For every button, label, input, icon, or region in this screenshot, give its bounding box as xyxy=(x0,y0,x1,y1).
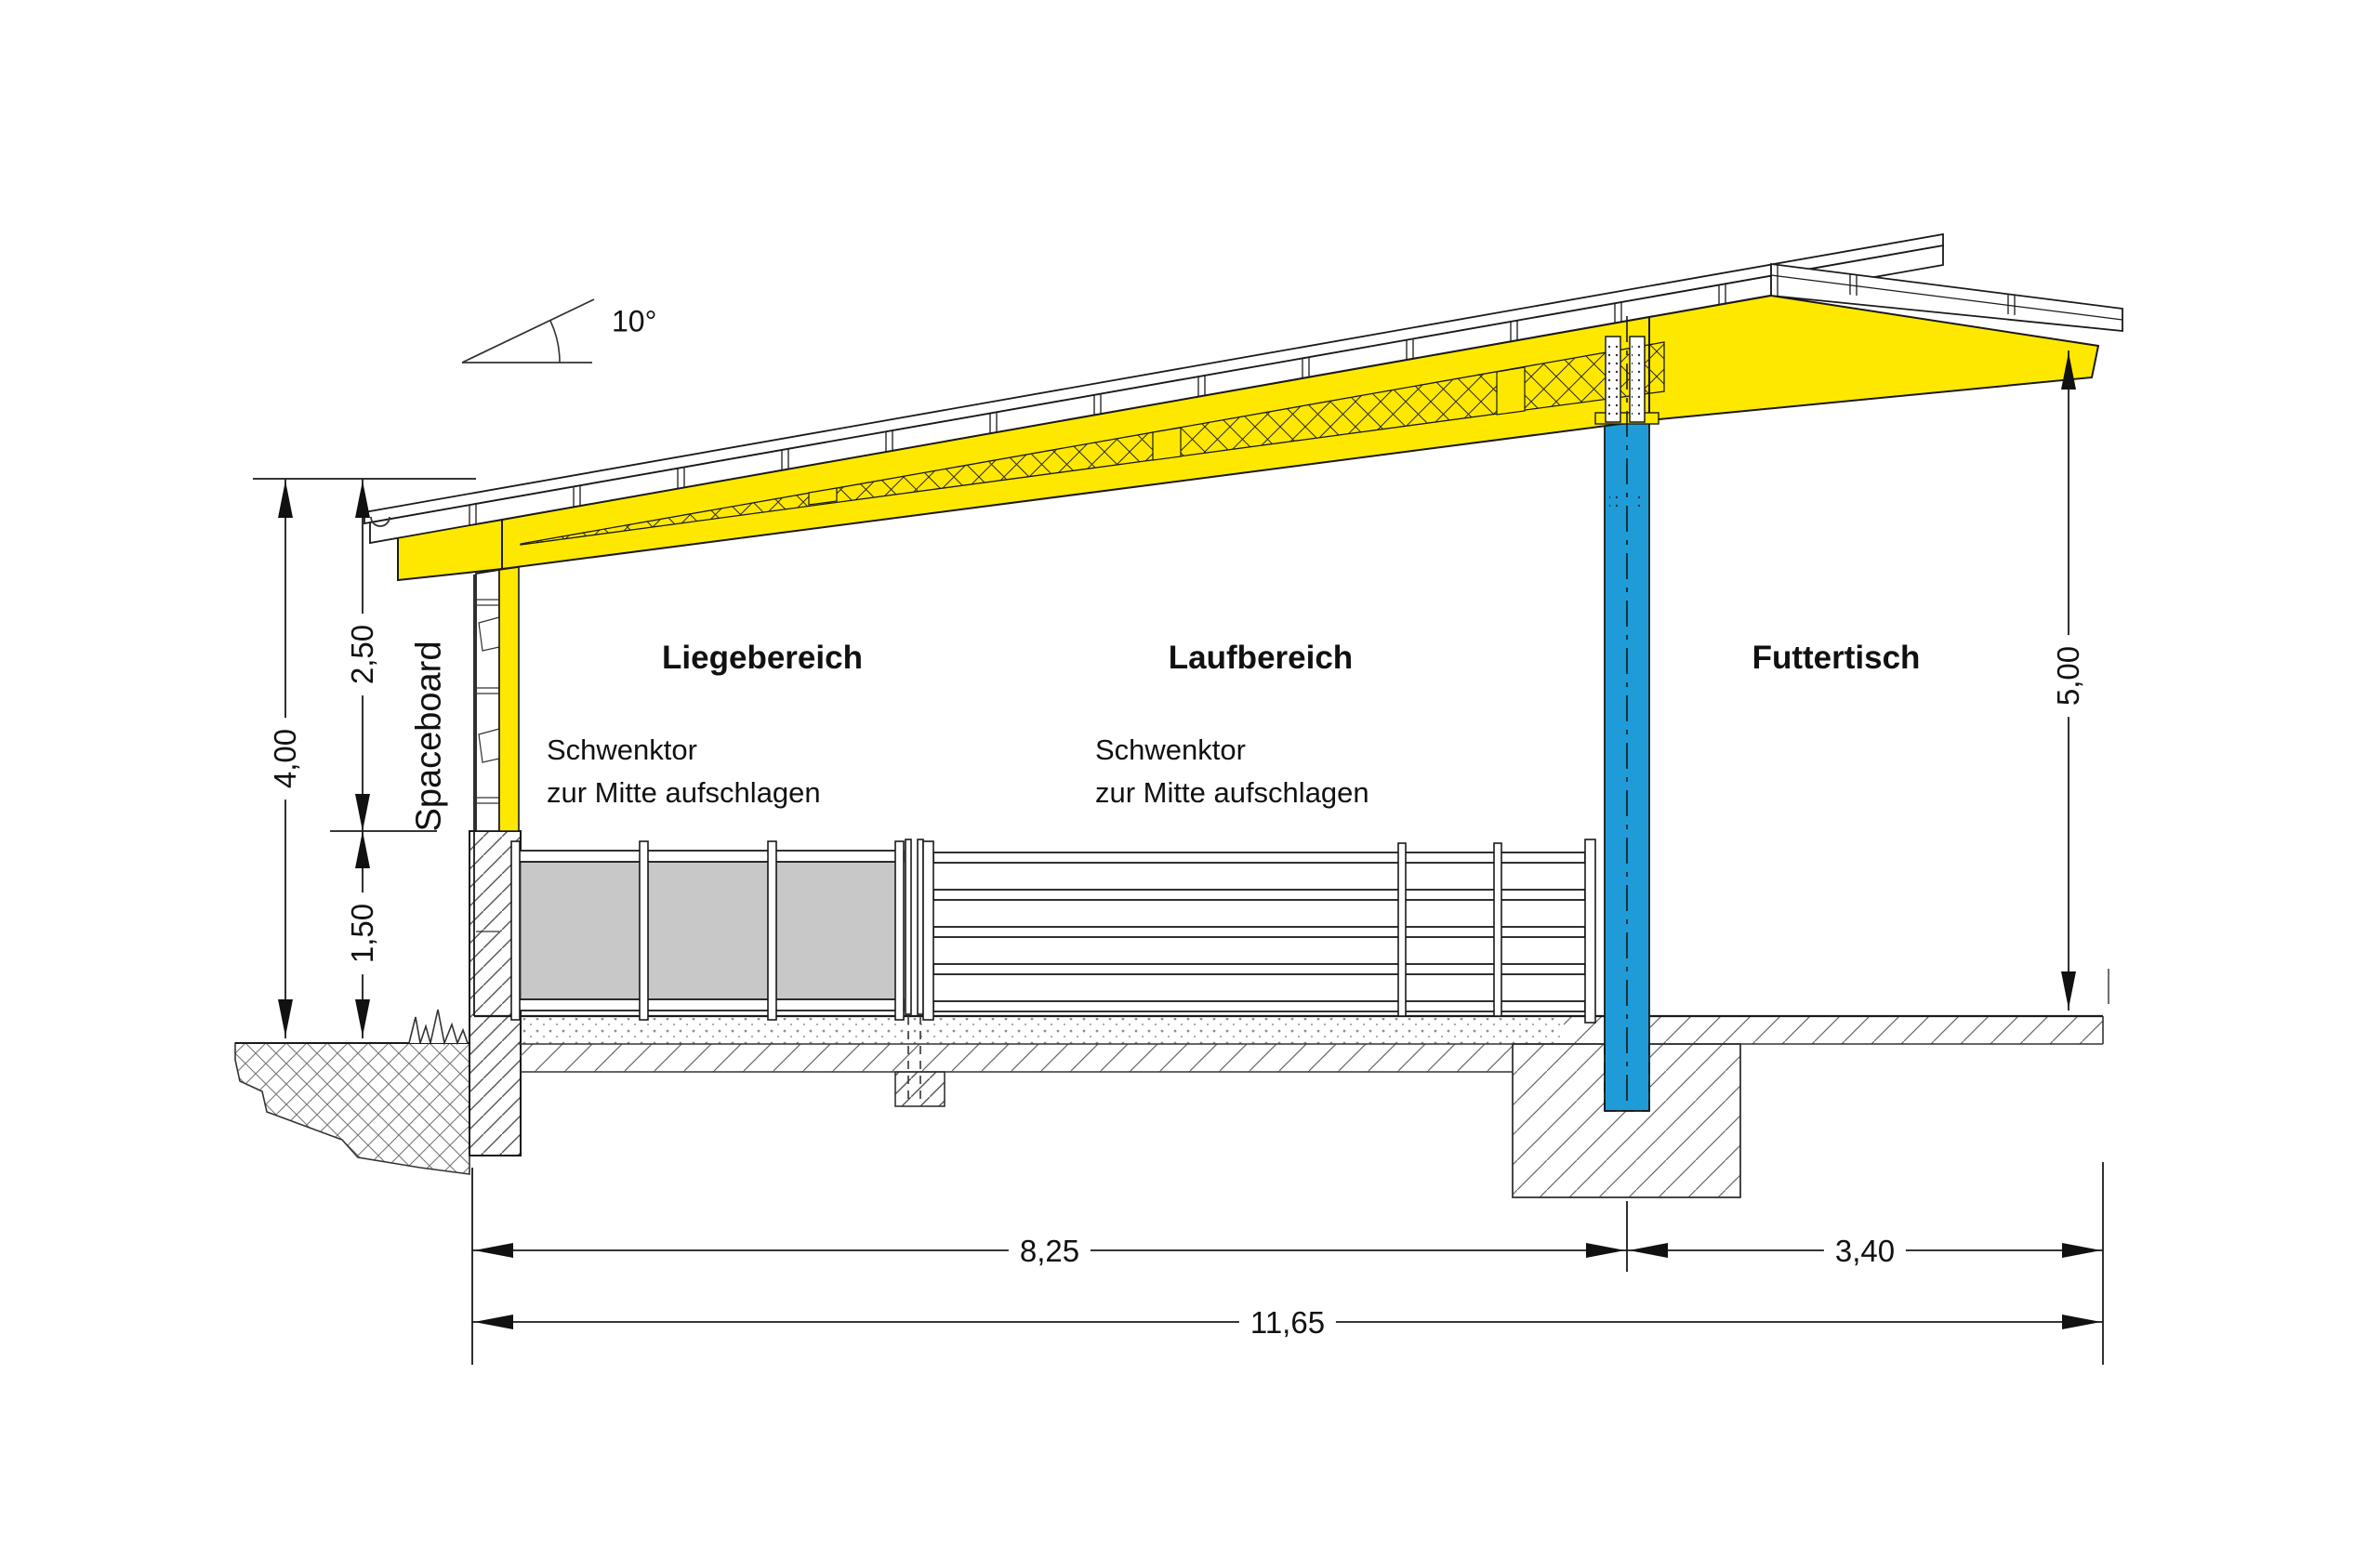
area-label-walking: Laufbereich xyxy=(1168,640,1354,676)
gate-panel xyxy=(775,861,897,1000)
roof-deck-board xyxy=(364,232,1944,525)
gate-note-right-line2: zur Mitte aufschlagen xyxy=(1095,776,1369,809)
roof-structure xyxy=(364,232,2123,582)
dim-span-total: 11,65 xyxy=(1238,1305,1337,1341)
dim-total-height-left: 4,00 xyxy=(268,717,303,800)
dim-stem-wall-height: 1,50 xyxy=(345,892,380,975)
roof-insulation-hatch xyxy=(520,341,1665,546)
dimension-arrowheads xyxy=(278,352,2101,1329)
walking-area-gate xyxy=(922,839,1596,1024)
roof-pitch-label: 10° xyxy=(612,304,657,338)
gutter xyxy=(370,516,390,527)
dim-spaceboard-height: 2,50 xyxy=(345,613,380,696)
dim-span-main: 8,25 xyxy=(1008,1234,1091,1269)
batten-ticks xyxy=(469,264,2016,525)
wall-lining-highlight xyxy=(498,566,520,832)
spaceboard-wall xyxy=(473,494,523,1016)
lying-area-gate xyxy=(510,840,905,1021)
area-label-lying: Liegebereich xyxy=(662,640,863,676)
gate-panel xyxy=(647,861,769,1000)
gate-panel xyxy=(520,861,641,1000)
dim-height-right: 5,00 xyxy=(2051,634,2086,718)
column-connection xyxy=(1594,316,1659,1106)
column-footing xyxy=(1512,1043,1741,1198)
gate-note-right: Schwenktor zur Mitte aufschlagen xyxy=(1095,729,1369,814)
wall-boards xyxy=(475,568,500,832)
ground-and-foundations xyxy=(234,830,2109,1198)
dim-span-feed: 3,40 xyxy=(1823,1234,1907,1269)
grass-tufts xyxy=(408,1009,469,1046)
area-label-feed: Futtertisch xyxy=(1752,640,1921,676)
gate-note-left-line2: zur Mitte aufschlagen xyxy=(547,776,821,809)
gate-note-left: Schwenktor zur Mitte aufschlagen xyxy=(547,729,821,814)
gate-note-left-line1: Schwenktor xyxy=(547,733,697,766)
floor-subgrade xyxy=(521,1044,1513,1072)
terrain-left xyxy=(234,1042,470,1175)
gate-note-right-line1: Schwenktor xyxy=(1095,733,1246,766)
wall-label-spaceboard: Spaceboard xyxy=(409,641,449,832)
roof-pitch-symbol xyxy=(461,298,595,363)
feed-table-slab xyxy=(1564,1016,2103,1044)
roof-beam-main xyxy=(501,315,1650,571)
floor-finish-stipple xyxy=(519,1018,1564,1044)
